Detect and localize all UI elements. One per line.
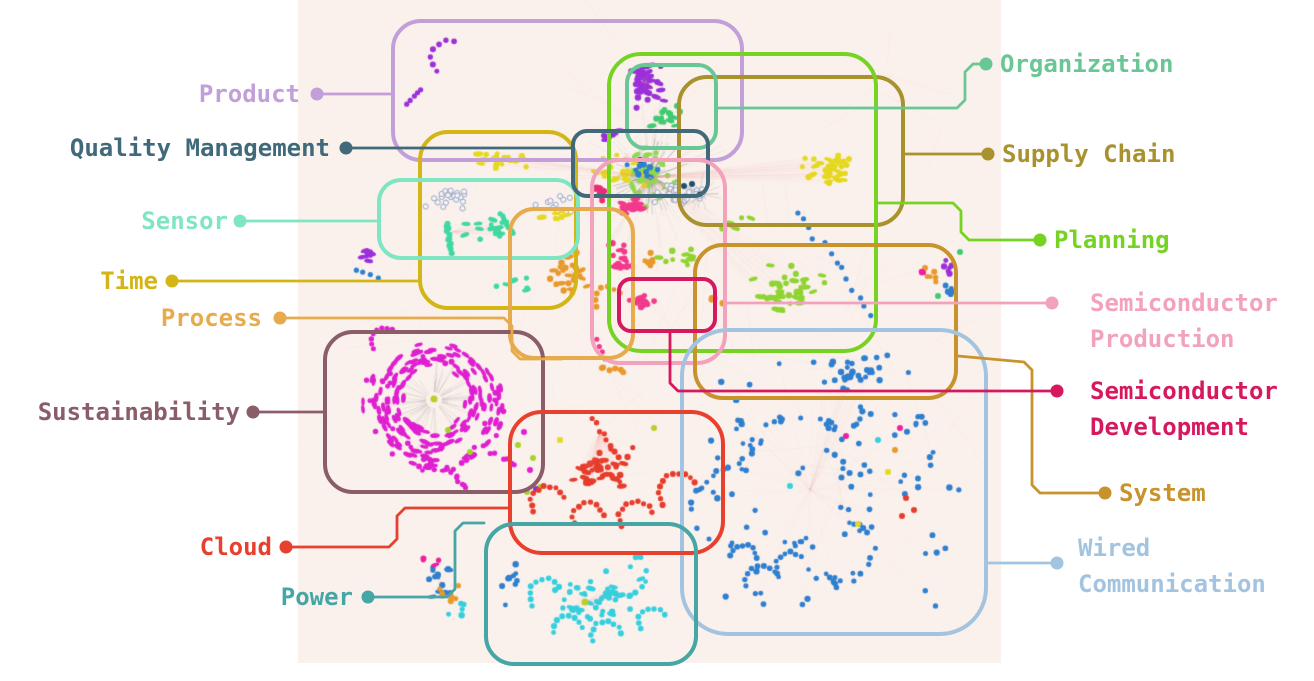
- cluster-box-supply-chain: [677, 75, 905, 227]
- cluster-label-process: Process: [160, 304, 262, 332]
- cluster-box-semiconductor-production: [590, 158, 727, 365]
- leader-line-planning: [876, 201, 1042, 242]
- cluster-label-sensor: Sensor: [141, 207, 228, 235]
- label-dot-semiconductor-production: [1045, 296, 1059, 310]
- cluster-label-system: System: [1119, 479, 1206, 507]
- leader-line-power: [366, 521, 486, 599]
- leader-line-cloud: [284, 506, 510, 549]
- cluster-box-organization: [625, 63, 718, 150]
- label-dot-semiconductor-development: [1050, 384, 1064, 398]
- cluster-label-semiconductor-development: Semiconductor Development: [1090, 377, 1278, 441]
- cluster-label-semiconductor-production: Semiconductor Production: [1090, 289, 1278, 353]
- cluster-label-planning: Planning: [1054, 226, 1170, 254]
- cluster-label-quality-management: Quality Management: [69, 134, 330, 162]
- label-dot-product: [310, 87, 324, 101]
- label-dot-process: [273, 311, 287, 325]
- label-dot-cloud: [279, 540, 293, 554]
- label-dot-power: [361, 590, 375, 604]
- label-dot-organization: [979, 57, 993, 71]
- label-dot-sustainability: [246, 405, 260, 419]
- cluster-box-product: [391, 19, 744, 162]
- label-dot-wired-communication: [1050, 556, 1064, 570]
- leader-line-semiconductor-development: [668, 331, 1059, 393]
- cluster-box-system: [693, 243, 958, 400]
- label-dot-planning: [1033, 233, 1047, 247]
- cluster-box-cloud: [508, 410, 725, 555]
- cluster-label-time: Time: [100, 267, 158, 295]
- cluster-box-semiconductor-development: [617, 277, 717, 333]
- cluster-label-wired-communication: Wired Communication: [1078, 534, 1266, 598]
- label-dot-sensor: [233, 214, 247, 228]
- cluster-label-sustainability: Sustainability: [37, 398, 240, 426]
- leader-line-process: [278, 316, 564, 361]
- cluster-box-wired-communication: [680, 328, 988, 636]
- cluster-label-cloud: Cloud: [199, 533, 272, 561]
- leader-line-system: [956, 354, 1107, 495]
- cluster-box-power: [484, 522, 698, 666]
- label-dot-supply-chain: [981, 147, 995, 161]
- leader-line-organization: [716, 62, 988, 110]
- label-dot-quality-management: [339, 141, 353, 155]
- cluster-label-product: Product: [198, 80, 300, 108]
- cluster-label-power: Power: [280, 583, 353, 611]
- cluster-box-planning: [607, 52, 878, 353]
- cluster-box-process: [508, 207, 635, 360]
- cluster-label-organization: Organization: [1000, 50, 1174, 78]
- cluster-box-sensor: [377, 178, 580, 260]
- cluster-label-supply-chain: Supply Chain: [1002, 140, 1176, 168]
- label-dot-system: [1098, 486, 1112, 500]
- label-dot-time: [165, 274, 179, 288]
